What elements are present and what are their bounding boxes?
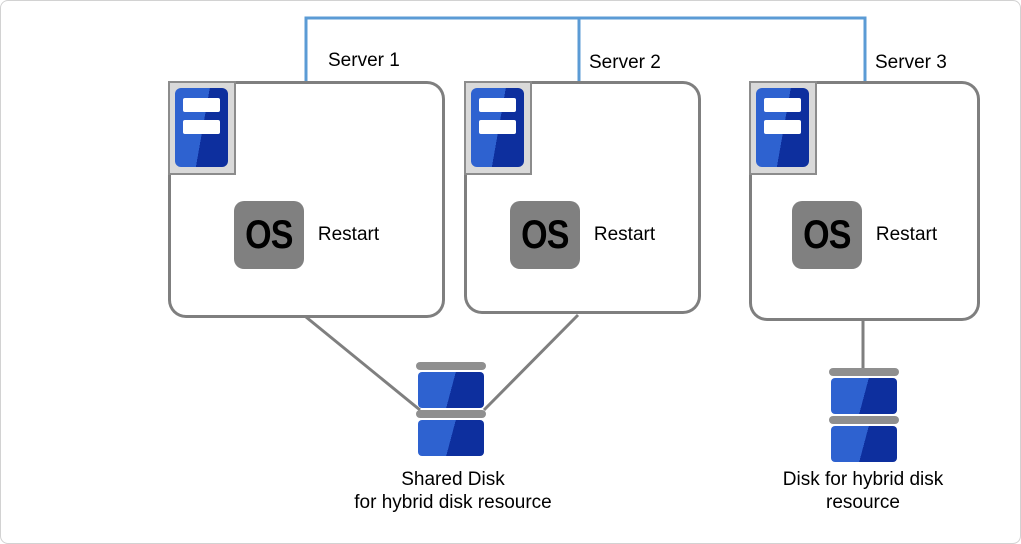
- disk-segment-icon: [831, 426, 897, 462]
- tower-slot-icon: [183, 98, 220, 112]
- shared-disk-caption-line1: Shared Disk: [401, 469, 505, 490]
- server1-os-row: OS Restart: [171, 201, 442, 269]
- hybrid-disk-icon: [829, 368, 899, 464]
- os-badge-label: OS: [245, 213, 293, 257]
- server3-os-row: OS Restart: [752, 201, 977, 269]
- server3-restart-label: Restart: [875, 224, 938, 245]
- shared-disk-caption: Shared Disk for hybrid disk resource: [293, 468, 613, 514]
- server-tower-icon: [464, 81, 532, 175]
- connector-server2-shared-disk: [482, 313, 580, 412]
- connector-server1-shared-disk: [305, 315, 421, 412]
- shared-disk-caption-line2: for hybrid disk resource: [354, 492, 552, 513]
- disk-segment-icon: [418, 420, 484, 456]
- server2-os-row: OS Restart: [467, 201, 698, 269]
- server-tower-body: [471, 88, 524, 167]
- tower-slot-icon: [183, 120, 220, 134]
- server-tower-icon: [749, 81, 817, 175]
- tower-slot-icon: [479, 120, 516, 134]
- tower-slot-icon: [764, 98, 801, 112]
- server-tower-body: [175, 88, 228, 167]
- disk-segment-icon: [831, 378, 897, 414]
- server2-restart-label: Restart: [593, 224, 656, 245]
- shared-disk-icon: [416, 362, 486, 458]
- disk-platter-icon: [829, 416, 899, 424]
- os-badge-icon: OS: [509, 201, 580, 269]
- server1-box: OS Restart: [168, 81, 445, 318]
- server2-box: OS Restart: [464, 81, 701, 314]
- disk-segment-icon: [418, 372, 484, 408]
- disk-platter-icon: [416, 410, 486, 418]
- disk-platter-icon: [416, 362, 486, 370]
- os-badge-icon: OS: [233, 201, 304, 269]
- tower-slot-icon: [764, 120, 801, 134]
- server-tower-icon: [168, 81, 236, 175]
- os-badge-label: OS: [803, 213, 851, 257]
- server1-label: Server 1: [328, 50, 400, 71]
- disk-platter-icon: [829, 368, 899, 376]
- tower-slot-icon: [479, 98, 516, 112]
- os-badge-icon: OS: [791, 201, 862, 269]
- os-badge-label: OS: [521, 213, 569, 257]
- server1-restart-label: Restart: [317, 224, 380, 245]
- server-tower-body: [756, 88, 809, 167]
- hybrid-disk-caption: Disk for hybrid disk resource: [703, 468, 1020, 514]
- server3-box: OS Restart: [749, 81, 980, 321]
- hybrid-disk-caption-line2: resource: [826, 492, 900, 513]
- hybrid-disk-caption-line1: Disk for hybrid disk: [782, 469, 944, 490]
- server2-label: Server 2: [589, 52, 661, 73]
- server3-label: Server 3: [875, 52, 947, 73]
